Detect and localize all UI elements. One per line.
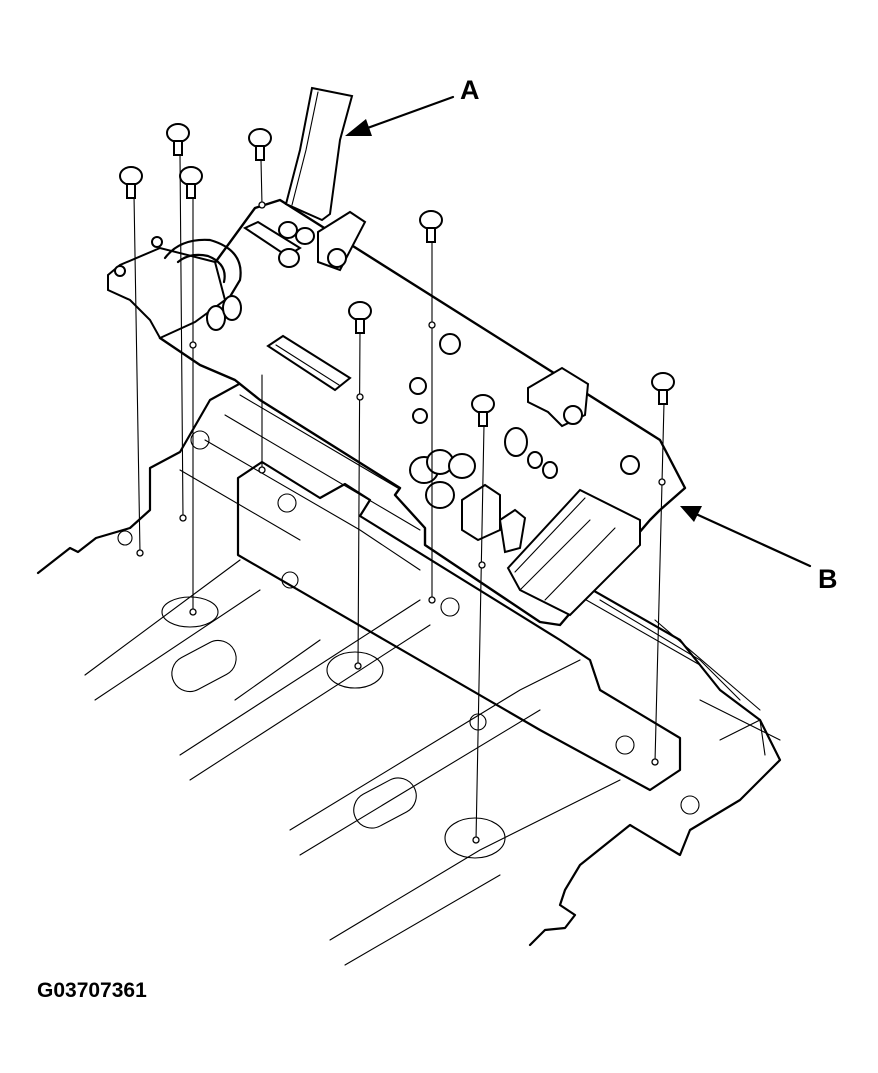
circuit-board: [107, 198, 687, 627]
screw: [248, 128, 272, 474]
callout-b-leader: [680, 506, 812, 568]
mounting-screws: [119, 123, 675, 844]
figure-id-label: G03707361: [37, 979, 147, 1002]
screw: [119, 166, 144, 557]
screw: [471, 394, 495, 844]
screw: [166, 123, 190, 522]
screw: [348, 301, 372, 670]
screw: [651, 372, 675, 766]
callout-a-leader: [345, 95, 455, 136]
base-housing: [36, 370, 782, 966]
screw: [179, 166, 203, 616]
callout-a-label: A: [460, 75, 480, 105]
callout-b-label: B: [818, 564, 838, 594]
screw: [419, 210, 443, 604]
ribbon-cable: [284, 86, 354, 222]
